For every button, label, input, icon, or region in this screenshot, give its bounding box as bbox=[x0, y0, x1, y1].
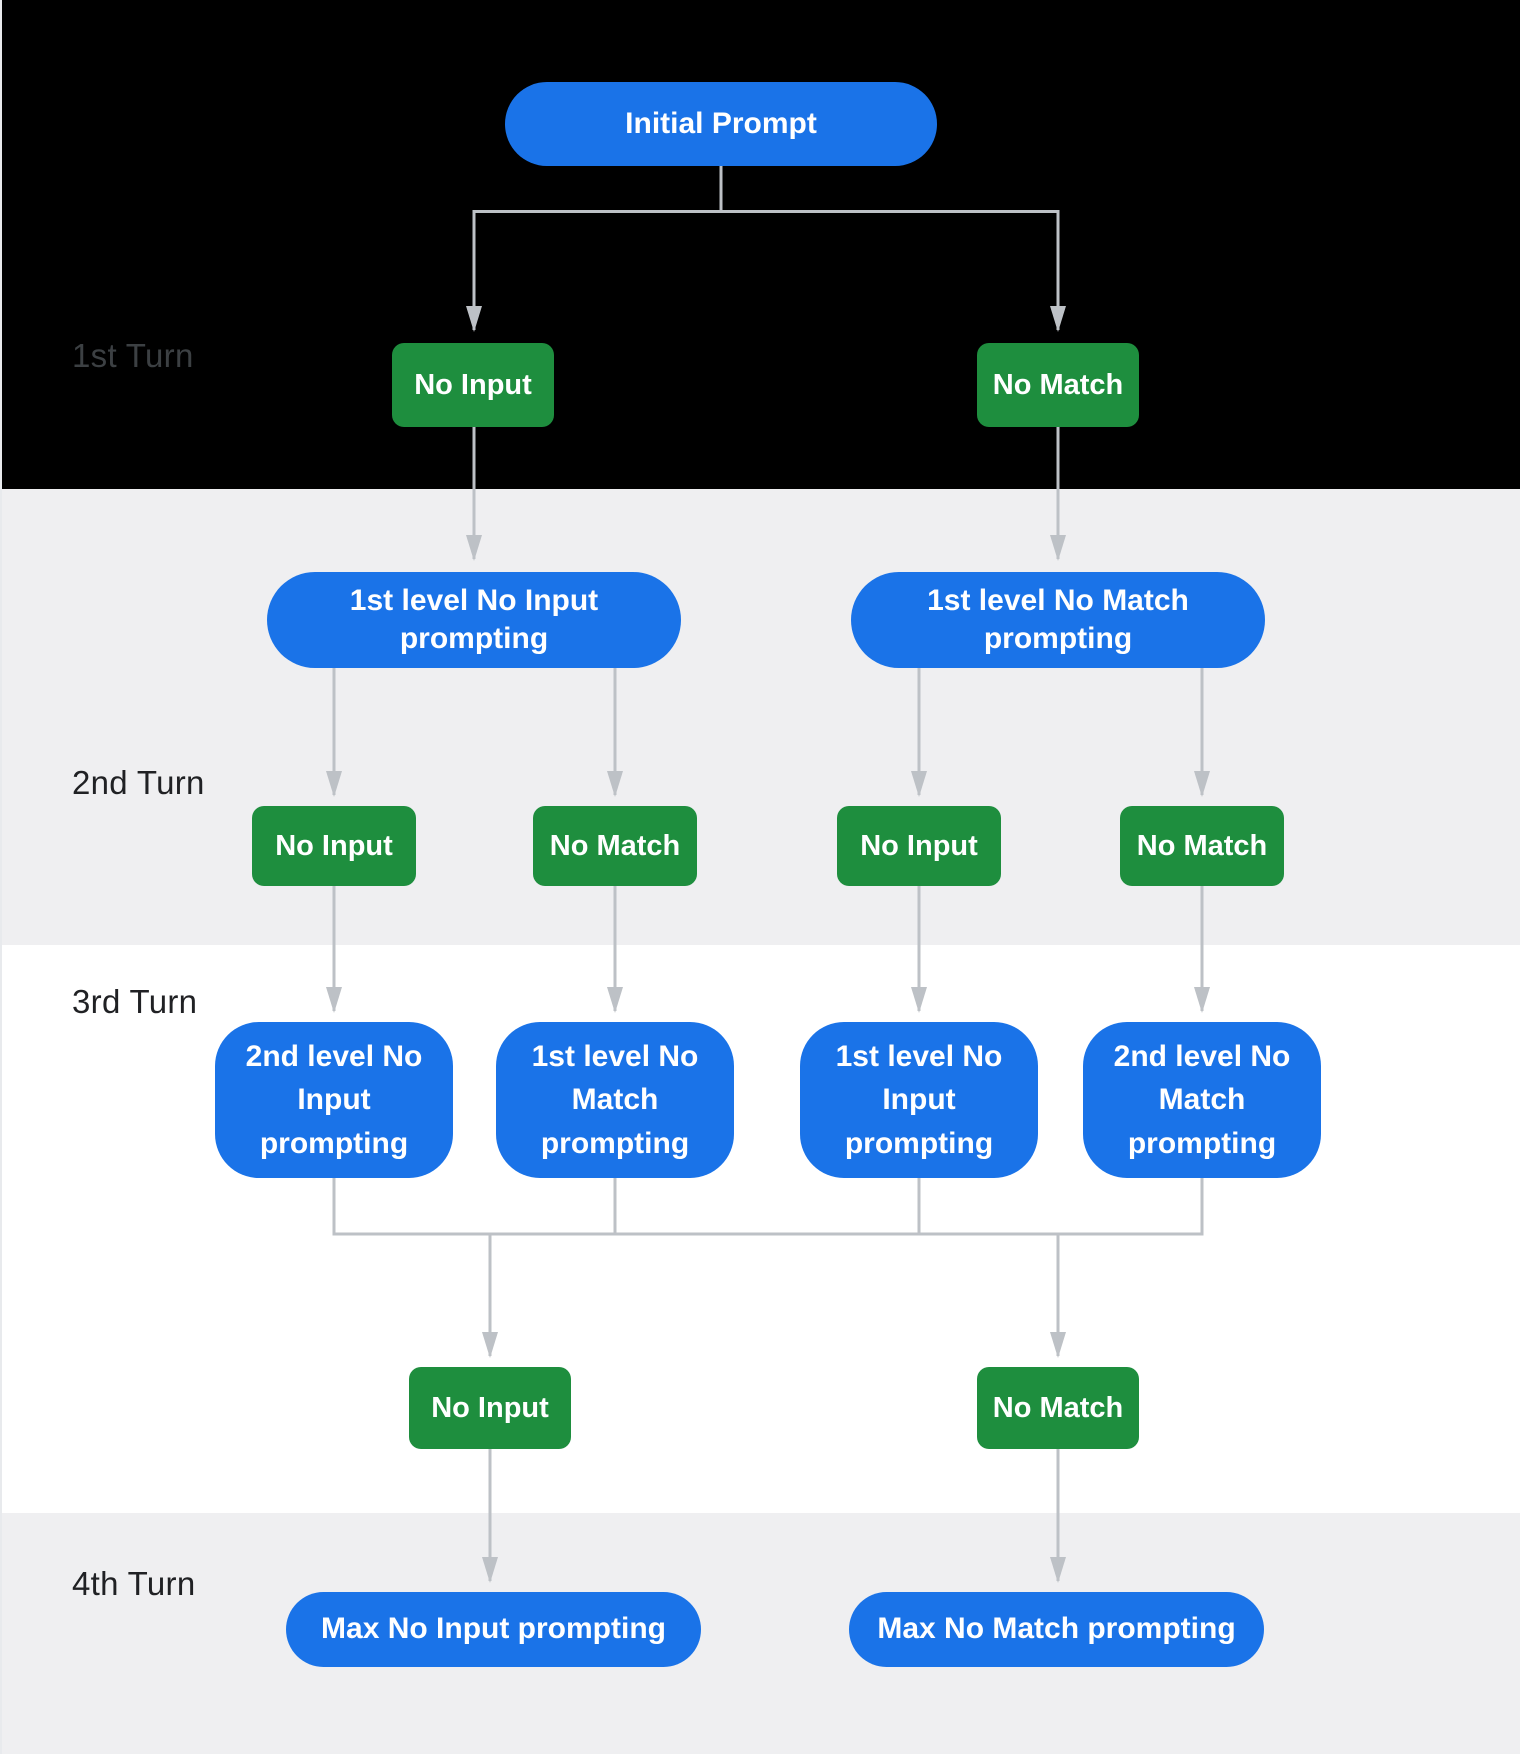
node-max-no-match-prompting: Max No Match prompting bbox=[849, 1592, 1264, 1667]
turn-label-1: 1st Turn bbox=[72, 337, 194, 374]
band-turn1-dark bbox=[0, 0, 1520, 489]
node-level1-no-match-prompting: 1st level No Match prompting bbox=[851, 572, 1265, 668]
node-turn3-no-input: No Input bbox=[409, 1367, 571, 1449]
band-turn4-gray bbox=[0, 1513, 1520, 1754]
node-max-no-input-prompting: Max No Input prompting bbox=[286, 1592, 701, 1667]
node-2nd-level-no-match-prompting: 2nd level No Match prompting bbox=[1083, 1022, 1321, 1178]
node-turn3-no-match: No Match bbox=[977, 1367, 1139, 1449]
node-turn2-no-input-1: No Input bbox=[252, 806, 416, 886]
node-1st-level-no-match-prompting: 1st level No Match prompting bbox=[496, 1022, 734, 1178]
node-turn1-no-input: No Input bbox=[392, 343, 554, 427]
node-initial-prompt: Initial Prompt bbox=[505, 82, 937, 166]
node-turn2-no-match-1: No Match bbox=[533, 806, 697, 886]
node-level1-no-input-prompting: 1st level No Input prompting bbox=[267, 572, 681, 668]
turn-label-2: 2nd Turn bbox=[72, 764, 205, 801]
node-turn1-no-match: No Match bbox=[977, 343, 1139, 427]
left-edge-strip bbox=[0, 0, 2, 1754]
node-1st-level-no-input-prompting: 1st level No Input prompting bbox=[800, 1022, 1038, 1178]
node-turn2-no-input-2: No Input bbox=[837, 806, 1001, 886]
node-2nd-level-no-input-prompting: 2nd level No Input prompting bbox=[215, 1022, 453, 1178]
turn-label-4: 4th Turn bbox=[72, 1565, 196, 1602]
node-turn2-no-match-2: No Match bbox=[1120, 806, 1284, 886]
turn-label-3: 3rd Turn bbox=[72, 983, 198, 1020]
